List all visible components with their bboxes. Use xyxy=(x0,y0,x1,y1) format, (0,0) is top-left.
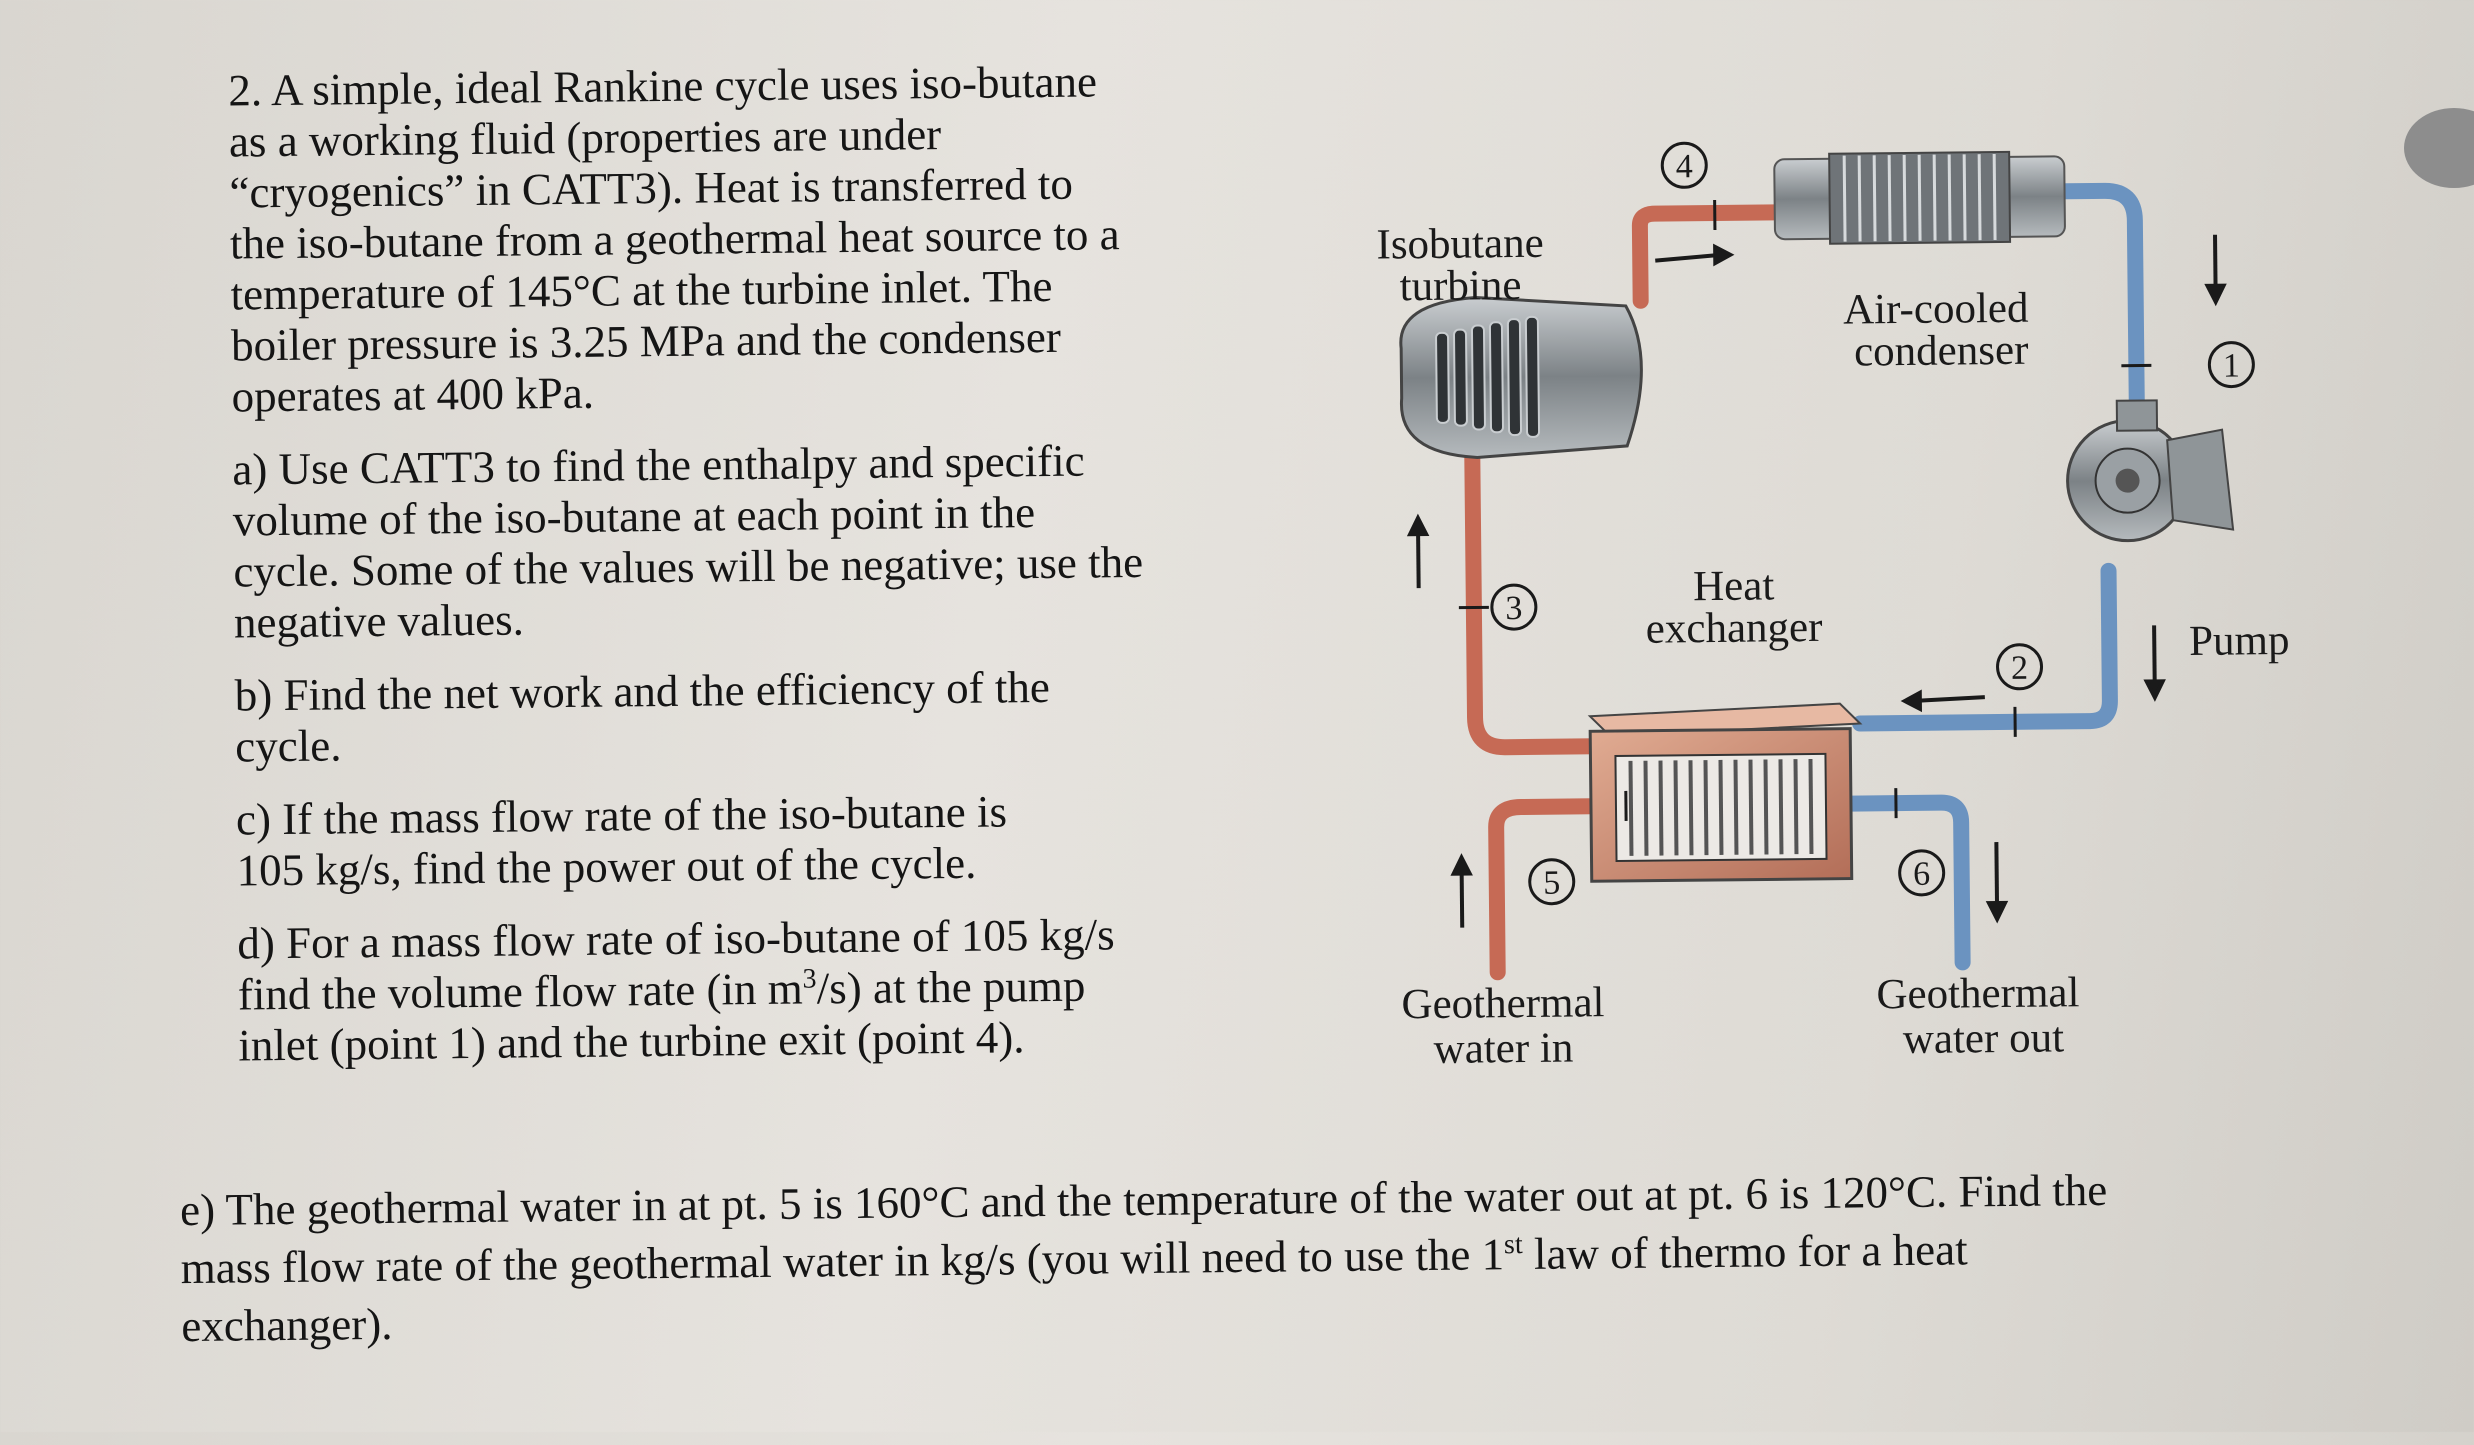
condenser-label-line2: condenser xyxy=(1854,327,2029,376)
text-line: a) Use CATT3 to find the enthalpy and sp… xyxy=(232,435,1182,496)
text-line: inlet (point 1) and the turbine exit (po… xyxy=(238,1011,1188,1072)
pump-label: Pump xyxy=(2189,617,2290,665)
text-line: cycle. Some of the values will be negati… xyxy=(233,537,1183,598)
pipe-1-segment xyxy=(2055,191,2137,422)
svg-text:1: 1 xyxy=(2223,347,2240,384)
geothermal-out-label-line2: water out xyxy=(1903,1014,2065,1063)
svg-text:2: 2 xyxy=(2011,650,2028,687)
arrow-down-icon xyxy=(2146,625,2163,697)
heat-exchanger-label-line2: exchanger xyxy=(1646,604,1823,653)
text-line: operates at 400 kPa. xyxy=(231,362,1181,423)
geothermal-in-label-line1: Geothermal xyxy=(1401,979,1605,1028)
pump xyxy=(2067,400,2233,542)
text-line: negative values. xyxy=(234,588,1184,649)
text-fragment: /s) at the pump xyxy=(816,961,1085,1014)
rankine-cycle-diagram: 4 1 3 2 5 6 Isobutane turbine Air-cooled… xyxy=(1334,98,2344,1088)
text-fragment: mass flow rate of the geothermal water i… xyxy=(180,1229,1504,1293)
text-fragment: find the volume flow rate (in m xyxy=(238,964,803,1020)
geothermal-out-label-line1: Geothermal xyxy=(1876,969,2080,1018)
svg-text:6: 6 xyxy=(1913,856,1930,893)
arrow-left-icon xyxy=(1905,692,1985,709)
svg-text:3: 3 xyxy=(1505,590,1522,627)
state-point-3: 3 xyxy=(1492,585,1536,629)
state-point-6: 6 xyxy=(1899,851,1943,895)
text-line: find the volume flow rate (in m3/s) at t… xyxy=(238,960,1188,1021)
heat-exchanger-label-line1: Heat xyxy=(1693,562,1775,610)
geothermal-in-label-line2: water in xyxy=(1433,1024,1573,1072)
arrow-down-icon xyxy=(2207,235,2224,302)
text-line: cycle. xyxy=(235,712,1185,773)
superscript: 3 xyxy=(802,963,816,994)
problem-statement: 2. A simple, ideal Rankine cycle uses is… xyxy=(228,56,1189,1094)
pipe-2-segment xyxy=(1859,571,2111,724)
state-point-4: 4 xyxy=(1662,143,1706,187)
isobutane-turbine xyxy=(1400,296,1642,459)
superscript: st xyxy=(1504,1229,1523,1260)
part-d: d) For a mass flow rate of iso-butane of… xyxy=(237,909,1189,1072)
text-line: 2. A simple, ideal Rankine cycle uses is… xyxy=(228,56,1178,117)
part-b: b) Find the net work and the efficiency … xyxy=(234,661,1185,773)
svg-text:4: 4 xyxy=(1676,148,1693,185)
arrow-up-icon xyxy=(1410,518,1427,588)
pipe-6-segment xyxy=(1851,802,1963,963)
heat-exchanger xyxy=(1590,703,1862,881)
part-e: e) The geothermal water in at pt. 5 is 1… xyxy=(180,1159,2332,1356)
state-point-2: 2 xyxy=(1997,645,2041,689)
svg-text:5: 5 xyxy=(1543,865,1560,902)
arrow-right-icon xyxy=(1655,247,1730,264)
text-fragment: law of thermo for a heat xyxy=(1522,1224,1967,1279)
problem-intro: 2. A simple, ideal Rankine cycle uses is… xyxy=(228,56,1182,423)
arrow-down-icon xyxy=(1988,842,2005,919)
text-line: boiler pressure is 3.25 MPa and the cond… xyxy=(231,311,1181,372)
state-point-1: 1 xyxy=(2209,342,2253,386)
air-cooled-condenser xyxy=(1774,151,2065,244)
part-a: a) Use CATT3 to find the enthalpy and sp… xyxy=(232,435,1184,649)
text-line: 105 kg/s, find the power out of the cycl… xyxy=(236,836,1186,897)
arrow-up-icon xyxy=(1453,858,1470,928)
turbine-label-line2: turbine xyxy=(1399,262,1521,310)
text-line: b) Find the net work and the efficiency … xyxy=(234,661,1184,722)
state-point-5: 5 xyxy=(1530,859,1574,903)
part-c: c) If the mass flow rate of the iso-buta… xyxy=(236,785,1187,897)
